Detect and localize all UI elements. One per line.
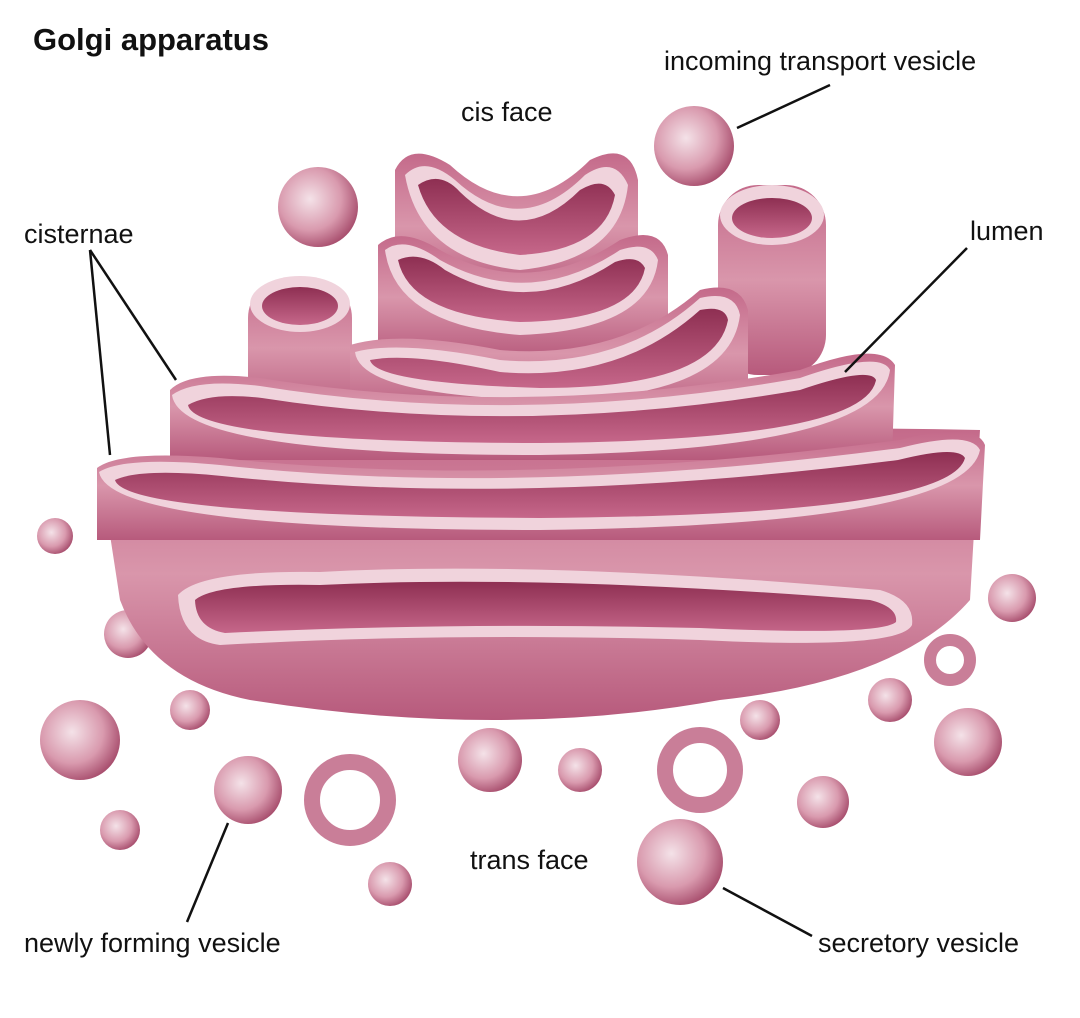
- label-secretory-vesicle: secretory vesicle: [818, 928, 1020, 958]
- vesicle: [278, 167, 358, 247]
- label-cis-face: cis face: [461, 97, 553, 127]
- label-incoming-transport-vesicle: incoming transport vesicle: [664, 46, 977, 76]
- secretory-vesicle: [637, 819, 723, 905]
- cis-cisternae: [248, 153, 826, 420]
- incoming-vesicle: [654, 106, 734, 186]
- label-newly-forming-vesicle: newly forming vesicle: [24, 928, 281, 958]
- leader-secretory-vesicle: [722, 886, 813, 938]
- leader-incoming-vesicle: [736, 83, 831, 130]
- medial-cisternae: [97, 353, 985, 540]
- label-trans-face: trans face: [470, 845, 589, 875]
- vesicle: [988, 574, 1036, 622]
- vesicle: [368, 862, 412, 906]
- diagram-title: Golgi apparatus: [33, 22, 269, 57]
- leader-cisternae-1: [88, 249, 178, 381]
- free-vesicles: [37, 106, 1036, 906]
- leader-lumen: [844, 247, 968, 373]
- label-cisternae: cisternae: [24, 219, 134, 249]
- label-lumen: lumen: [970, 216, 1044, 246]
- vesicle: [40, 700, 120, 780]
- vesicle: [37, 518, 73, 554]
- leader-newly-forming-vesicle: [185, 822, 230, 923]
- budding-vesicles: [170, 634, 976, 846]
- vesicle: [934, 708, 1002, 776]
- trans-cisterna: [178, 568, 913, 645]
- leader-lines: [88, 83, 968, 938]
- vesicle: [797, 776, 849, 828]
- vesicle: [100, 810, 140, 850]
- leader-cisternae-2: [88, 249, 112, 456]
